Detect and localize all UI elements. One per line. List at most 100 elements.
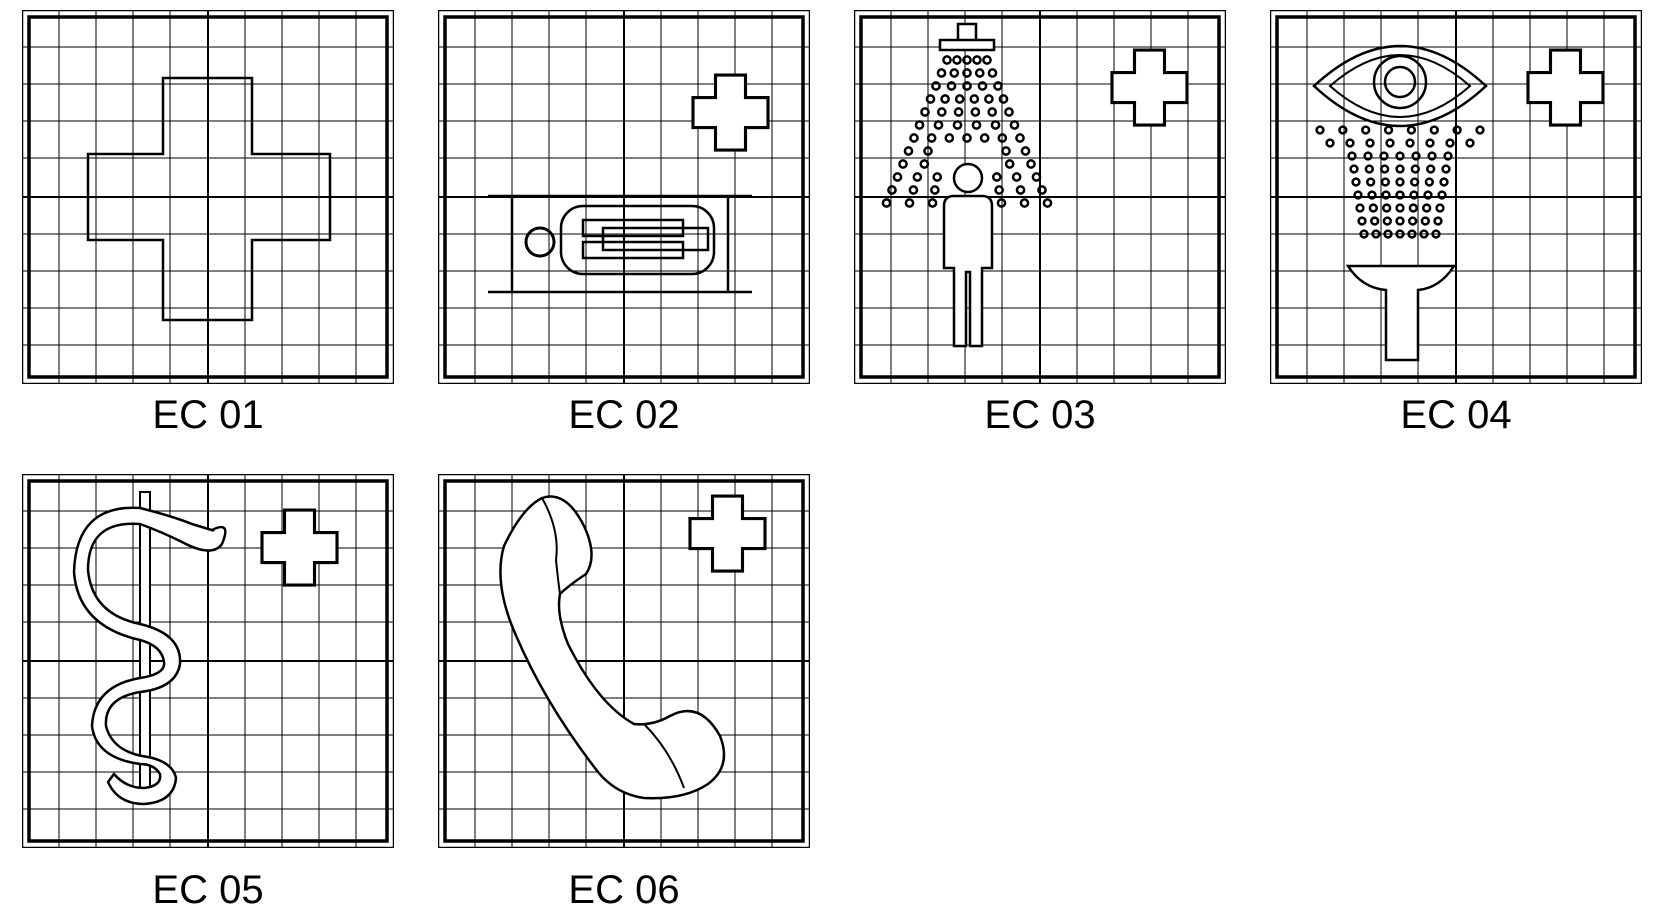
stretcher-icon: [438, 10, 810, 384]
water-drop-icon: [914, 120, 925, 130]
water-drop-icon: [936, 107, 947, 117]
water-drop-icon: [962, 133, 972, 143]
water-drop-icon: [1338, 125, 1348, 135]
water-drop-icon: [952, 55, 962, 65]
caduceus-icon: [22, 474, 394, 848]
water-drop-icon: [1364, 164, 1374, 174]
eye-wash-icon: [1270, 10, 1642, 384]
water-drop-icon: [1347, 151, 1357, 161]
water-drop-icon: [912, 172, 923, 182]
water-drop-icon: [1381, 190, 1391, 200]
water-drop-icon: [942, 55, 952, 65]
water-drop-icon: [919, 159, 930, 169]
water-drop-icon: [923, 146, 933, 156]
water-drop-icon: [1445, 138, 1455, 148]
tile-code-label: EC 02: [568, 393, 680, 437]
water-drop-icon: [953, 107, 964, 117]
water-drop-icon: [1363, 151, 1373, 161]
water-drop-icon: [946, 81, 957, 91]
water-drop-icon: [994, 185, 1004, 195]
water-drop-icon: [997, 133, 1008, 143]
water-drop-icon: [979, 133, 990, 143]
water-drop-icon: [987, 107, 998, 117]
water-drop-icon: [977, 81, 988, 91]
water-drop-icon: [1409, 190, 1419, 200]
water-drop-icon: [1395, 177, 1405, 187]
water-drop-icon: [1437, 190, 1447, 200]
water-drop-icon: [1345, 138, 1355, 148]
water-drop-icon: [1426, 164, 1436, 174]
water-drop-icon: [1004, 159, 1015, 169]
water-drop-icon: [909, 133, 919, 143]
water-drop-icon: [991, 172, 1002, 182]
water-drop-icon: [1361, 125, 1371, 135]
water-drop-icon: [1001, 146, 1011, 156]
water-drop-icon: [932, 172, 943, 182]
water-drop-icon: [1353, 190, 1363, 200]
water-drop-icon: [990, 120, 1001, 130]
symbol-tile-ec01: [22, 10, 394, 384]
symbol-tile-ec05: [22, 474, 394, 848]
water-drop-icon: [904, 198, 915, 208]
water-drop-icon: [1420, 216, 1430, 226]
water-drop-icon: [1423, 190, 1433, 200]
water-drop-icon: [1408, 216, 1418, 226]
water-drop-icon: [1325, 138, 1335, 148]
water-drop-icon: [881, 198, 892, 208]
symbol-tile-ec06: [438, 474, 810, 848]
water-drop-icon: [998, 94, 1009, 104]
water-drop-icon: [962, 81, 972, 91]
water-drop-icon: [987, 68, 998, 78]
water-drop-icon: [1349, 164, 1359, 174]
cross-icon: [22, 10, 394, 384]
water-drop-icon: [1015, 133, 1025, 143]
water-drop-icon: [1365, 138, 1375, 148]
water-drop-icon: [1395, 164, 1405, 174]
water-drop-icon: [926, 133, 937, 143]
tile-code-label: EC 05: [152, 868, 264, 912]
water-drop-icon: [1408, 203, 1418, 213]
water-drop-icon: [925, 94, 936, 104]
water-drop-icon: [1452, 125, 1462, 135]
water-drop-icon: [887, 185, 897, 195]
tile-code-label: EC 01: [152, 393, 264, 437]
water-drop-icon: [1419, 229, 1429, 239]
water-drop-icon: [952, 120, 963, 130]
water-drop-icon: [1355, 203, 1365, 213]
water-drop-icon: [1315, 125, 1325, 135]
water-drop-icon: [1037, 185, 1047, 195]
water-drop-icon: [982, 55, 992, 65]
symbol-tile-ec02: [438, 10, 810, 384]
water-drop-icon: [1429, 125, 1439, 135]
water-drop-icon: [1368, 203, 1378, 213]
water-drop-icon: [1422, 203, 1432, 213]
water-drop-icon: [1357, 216, 1367, 226]
safety-shower-icon: [854, 10, 1226, 384]
water-drop-icon: [1443, 151, 1453, 161]
water-drop-icon: [1410, 164, 1420, 174]
water-drop-icon: [1424, 177, 1434, 187]
water-drop-icon: [927, 198, 938, 208]
water-drop-icon: [974, 68, 985, 78]
water-drop-icon: [1405, 138, 1415, 148]
water-drop-icon: [1431, 229, 1441, 239]
water-drop-icon: [1395, 190, 1405, 200]
water-drop-icon: [1425, 138, 1435, 148]
water-drop-icon: [1385, 138, 1395, 148]
water-drop-icon: [1427, 151, 1437, 161]
water-drop-icon: [962, 68, 972, 78]
tile-code-label: EC 04: [1400, 393, 1512, 437]
water-drop-icon: [971, 120, 982, 130]
water-drop-icon: [1395, 216, 1405, 226]
water-drop-icon: [1026, 159, 1036, 169]
tile-code-label: EC 03: [984, 393, 1096, 437]
water-drop-icon: [969, 94, 980, 104]
water-drop-icon: [1379, 151, 1389, 161]
water-drop-icon: [993, 81, 1003, 91]
water-drop-icon: [1383, 125, 1394, 135]
water-drop-icon: [1406, 125, 1417, 135]
water-drop-icon: [1004, 107, 1014, 117]
water-drop-icon: [1475, 125, 1485, 135]
water-drop-icon: [1395, 229, 1405, 239]
tile-code-label: EC 06: [568, 868, 680, 912]
